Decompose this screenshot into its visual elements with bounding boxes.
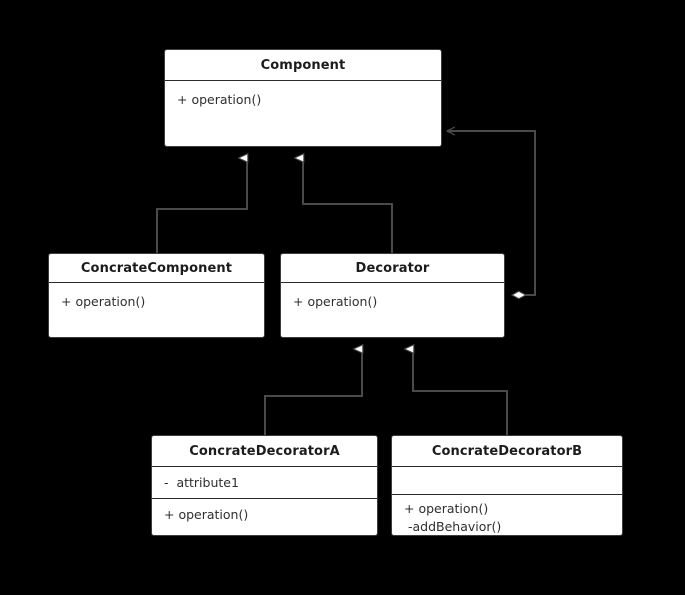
edge-generalization-concrate-decorator-a [264, 349, 362, 435]
uml-class-concrate-decorator-a[interactable]: ConcrateDecoratorA - attribute1 + operat… [151, 435, 378, 536]
uml-class-concrate-component[interactable]: ConcrateComponent + operation() [48, 253, 265, 338]
class-attributes-concrate-decorator-a: - attribute1 [152, 466, 377, 498]
class-title-concrate-component: ConcrateComponent [80, 260, 233, 276]
uml-class-decorator[interactable]: Decorator + operation() [280, 253, 505, 338]
operation-line: -addBehavior() [404, 519, 502, 535]
edge-generalization-concrate-decorator-b [413, 349, 508, 435]
class-title-decorator: Decorator [355, 260, 430, 276]
class-operations-component: + operation() [165, 80, 441, 146]
class-title-component: Component [260, 57, 346, 73]
class-operations-decorator: + operation() [281, 282, 504, 337]
class-title-concrate-decorator-a: ConcrateDecoratorA [189, 443, 340, 459]
attribute-line: - attribute1 [164, 475, 239, 490]
class-operations-concrate-component: + operation() [49, 282, 264, 337]
edge-generalization-decorator [303, 158, 393, 253]
operation-line: + operation() [177, 92, 262, 107]
operation-line: + operation() [164, 507, 249, 522]
class-title-concrate-decorator-b: ConcrateDecoratorB [431, 443, 583, 459]
operation-line: + operation() [404, 501, 489, 516]
uml-class-component[interactable]: Component + operation() [164, 49, 442, 147]
uml-class-concrate-decorator-b[interactable]: ConcrateDecoratorB + operation() -addBeh… [391, 435, 623, 536]
edge-generalization-concrate-component [156, 158, 247, 253]
operation-line: + operation() [61, 294, 146, 309]
class-operations-concrate-decorator-b: + operation() -addBehavior() [392, 494, 622, 535]
class-attributes-concrate-decorator-b [392, 466, 622, 494]
class-operations-concrate-decorator-a: + operation() [152, 498, 377, 535]
operation-line: + operation() [293, 294, 378, 309]
